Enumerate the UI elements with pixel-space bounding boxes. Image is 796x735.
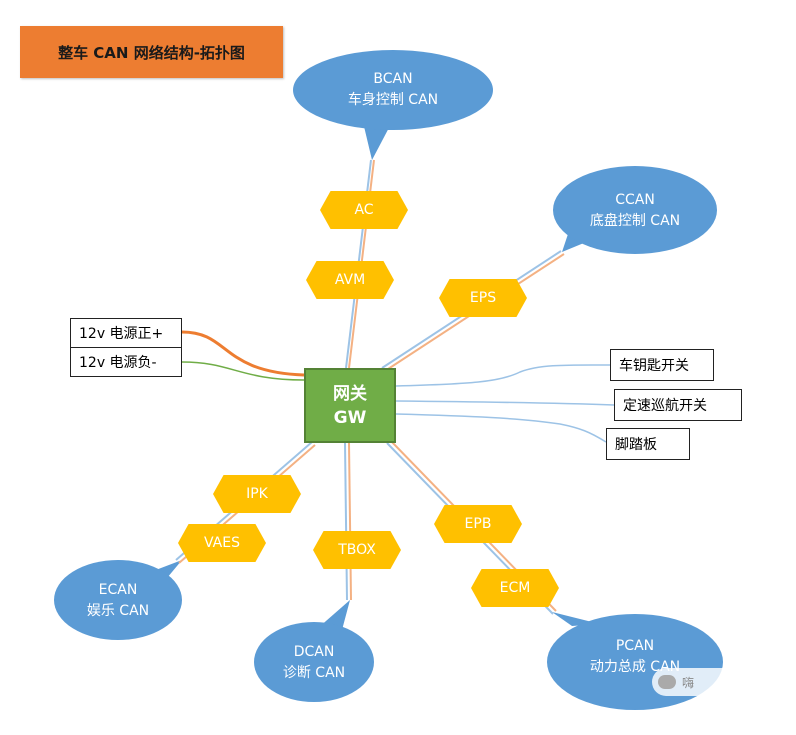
- power-negative-wire: [181, 361, 305, 381]
- ecu-node-epb: EPB: [434, 505, 522, 543]
- ecu-node-avm: AVM: [306, 261, 394, 299]
- ecu-node-ac: AC: [320, 191, 408, 229]
- power-positive-box: 12v 电源正+: [70, 318, 182, 348]
- ecu-node-ecm: ECM: [471, 569, 559, 607]
- ecan-label: ECAN 娱乐 CAN: [58, 580, 178, 622]
- ccan-desc: 底盘控制 CAN: [589, 213, 681, 229]
- gateway-label-en: GW: [333, 407, 367, 428]
- ecan-desc: 娱乐 CAN: [86, 603, 150, 619]
- ecan-bubble: [54, 560, 182, 640]
- ecu-node-tbox: TBOX: [313, 531, 401, 569]
- bcan-desc: 车身控制 CAN: [347, 92, 439, 108]
- dcan-desc: 诊断 CAN: [282, 665, 346, 681]
- power-negative-box: 12v 电源负-: [70, 347, 182, 377]
- gateway-box: 网关 GW: [304, 368, 396, 443]
- ecu-node-vaes: VAES: [178, 524, 266, 562]
- dcan-bubble: [254, 600, 374, 702]
- pedal-wire: [395, 413, 607, 443]
- ecu-node-eps: EPS: [439, 279, 527, 317]
- cruise-switch-box: 定速巡航开关: [614, 389, 742, 421]
- bcan-label: BCAN 车身控制 CAN: [318, 69, 468, 111]
- dcan-label: DCAN 诊断 CAN: [254, 642, 374, 684]
- bcan-name: BCAN: [373, 71, 413, 87]
- bcan-bubble: [293, 50, 493, 160]
- cruise-switch-wire: [395, 400, 615, 406]
- ccan-label: CCAN 底盘控制 CAN: [560, 190, 710, 232]
- key-switch-box: 车钥匙开关: [610, 349, 714, 381]
- ccan-name: CCAN: [615, 192, 655, 208]
- watermark-text: 嗨: [682, 675, 695, 690]
- ccan-bubble: [553, 166, 717, 254]
- dcan-name: DCAN: [293, 644, 335, 660]
- power-positive-wire: [181, 330, 305, 377]
- ecan-name: ECAN: [98, 582, 138, 598]
- watermark: 嗨: [652, 668, 782, 696]
- dcan-wire: [344, 442, 352, 601]
- pcan-name: PCAN: [615, 638, 655, 654]
- ecu-node-ipk: IPK: [213, 475, 301, 513]
- diagram-title: 整车 CAN 网络结构-拓扑图: [20, 26, 283, 78]
- chat-bubble-icon: [658, 675, 676, 689]
- key-switch-wire: [395, 364, 611, 387]
- pedal-box: 脚踏板: [606, 428, 690, 460]
- gateway-label-cn: 网关: [333, 383, 367, 404]
